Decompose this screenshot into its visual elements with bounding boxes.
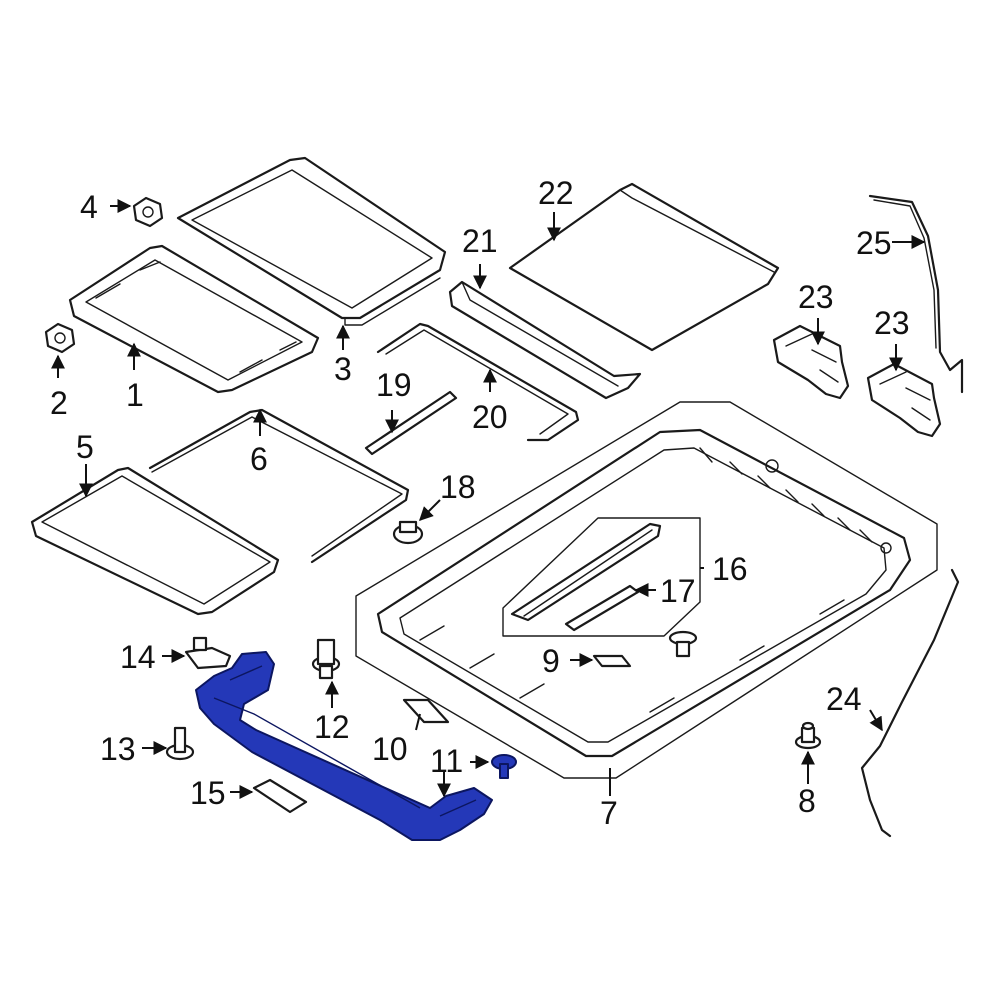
seal-part-5[interactable]	[30, 466, 280, 616]
callout-12: 12	[314, 709, 350, 745]
nut-part-2[interactable]	[44, 322, 76, 354]
callout-25: 25	[856, 225, 892, 261]
pin-part-13[interactable]	[165, 726, 195, 761]
callout-16: 16	[712, 551, 748, 587]
callout-1: 1	[126, 377, 144, 413]
callout-4: 4	[80, 189, 98, 225]
callout-3: 3	[334, 351, 352, 387]
bolt-part-8[interactable]	[794, 721, 822, 750]
callout-labels: 4 2 1 3 5 6 19 20 21 22 25 23 23 18 16 1…	[50, 175, 910, 831]
pad-part-15[interactable]	[252, 778, 308, 814]
callout-20: 20	[472, 399, 508, 435]
fastener-part-16-pin[interactable]	[668, 630, 698, 658]
nut-part-4[interactable]	[132, 196, 164, 228]
callout-13: 13	[100, 731, 136, 767]
bolt-part-18[interactable]	[392, 520, 424, 545]
leader-lines	[51, 199, 926, 799]
callout-11: 11	[430, 743, 463, 779]
callout-5: 5	[76, 429, 94, 465]
callout-7: 7	[600, 795, 618, 831]
callout-18: 18	[440, 469, 476, 505]
callout-22: 22	[538, 175, 574, 211]
motor-part-23-a[interactable]	[772, 324, 850, 400]
callout-10: 10	[372, 731, 408, 767]
callout-19: 19	[376, 367, 412, 403]
motor-part-23-b[interactable]	[866, 362, 942, 438]
rail-group-part-16[interactable]	[502, 517, 701, 637]
callout-23-b: 23	[874, 305, 910, 341]
drain-hose-part-24[interactable]	[860, 568, 960, 838]
callout-23-a: 23	[798, 279, 834, 315]
callout-17: 17	[660, 573, 696, 609]
clip-part-9[interactable]	[592, 654, 632, 668]
callout-21: 21	[462, 223, 498, 259]
clip-part-14[interactable]	[184, 636, 232, 670]
callout-2: 2	[50, 385, 68, 421]
callout-14: 14	[120, 639, 156, 675]
deflector-part-21[interactable]	[448, 280, 642, 400]
stud-part-12[interactable]	[311, 638, 341, 680]
callout-8: 8	[798, 783, 816, 819]
callout-15: 15	[190, 775, 226, 811]
trim-strip-part-19[interactable]	[364, 390, 458, 456]
weatherstrip-part-6[interactable]	[148, 408, 410, 564]
sunshade-part-22[interactable]	[508, 182, 780, 352]
callout-24: 24	[826, 681, 862, 717]
callout-6: 6	[250, 441, 268, 477]
pad-part-10[interactable]	[402, 698, 450, 724]
callout-9: 9	[542, 643, 560, 679]
frame-part-1[interactable]	[68, 244, 320, 394]
glass-panel-part-3[interactable]	[176, 156, 447, 326]
